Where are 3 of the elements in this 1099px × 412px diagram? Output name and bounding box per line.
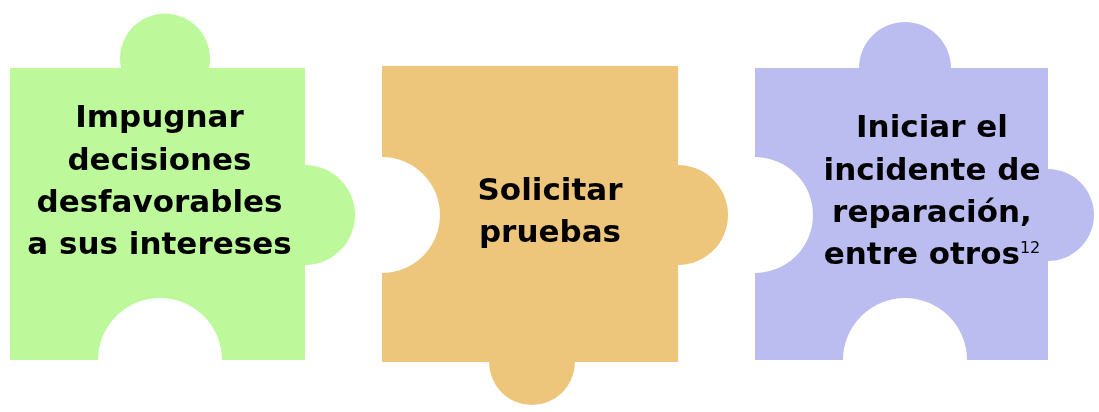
piece-text: Impugnar decisiones desfavorables a sus intereses bbox=[26, 97, 293, 264]
piece-text: Solicitar pruebas bbox=[476, 169, 624, 251]
piece-text: Iniciar el incidente de reparación, entre otros$^{12}$ bbox=[822, 107, 1042, 274]
